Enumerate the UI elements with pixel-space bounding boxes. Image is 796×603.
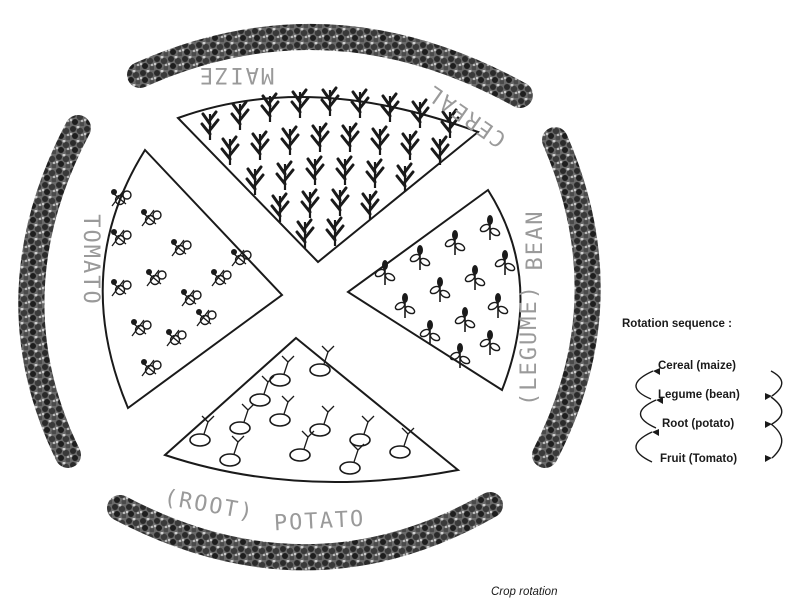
label-bean: BEAN (523, 210, 548, 271)
label-legume: (LEGUME) (517, 284, 542, 406)
rotation-item-fruit: Fruit (Tomato) (660, 453, 737, 465)
plot-bean (348, 190, 520, 390)
rotation-item-legume: Legume (bean) (658, 389, 740, 401)
rotation-sequence-title: Rotation sequence : (622, 318, 732, 330)
label-tomato: TOMATO (78, 214, 103, 305)
rotation-item-root: Root (potato) (662, 418, 734, 430)
label-maize: MAIZE (198, 62, 274, 87)
rotation-sequence-panel: Rotation sequence : Cereal (maize) Legum… (622, 318, 794, 478)
plot-potato (165, 338, 458, 482)
rotation-item-cereal: Cereal (maize) (658, 360, 736, 372)
figure-caption: Crop rotation (491, 586, 557, 598)
label-potato: POTATO (273, 507, 366, 537)
